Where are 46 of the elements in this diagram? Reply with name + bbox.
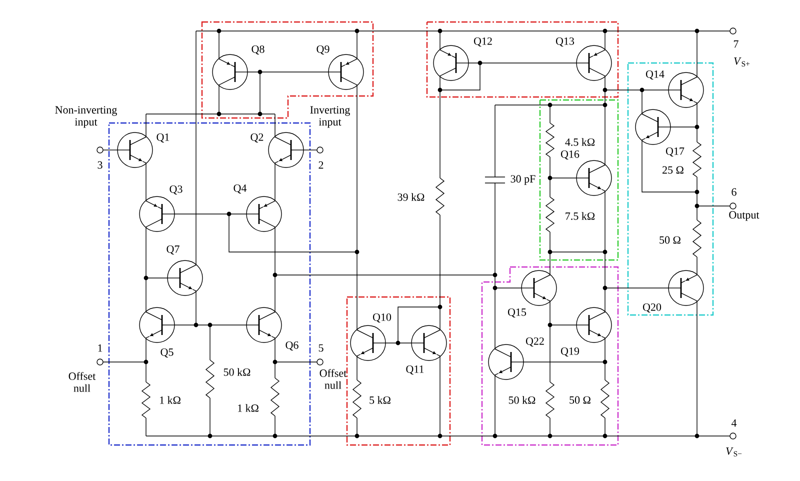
transistor-label: Q14 xyxy=(646,70,664,80)
transistor-label: Q7 xyxy=(166,245,180,255)
pin-number: 1 xyxy=(98,344,102,352)
transistor-label: Q22 xyxy=(526,337,544,347)
pin-number: 5 xyxy=(318,344,324,352)
transistor-label: Q12 xyxy=(474,37,492,47)
resistor-value: 50 Ω xyxy=(570,396,590,404)
transistor-label: Q17 xyxy=(666,147,684,157)
terminal-label: Offset null xyxy=(68,372,96,392)
resistor-value: 1 kΩ xyxy=(238,404,258,412)
transistor-label: Q8 xyxy=(252,45,264,55)
pin-number: 6 xyxy=(732,188,736,196)
transistor-label: Q19 xyxy=(560,347,580,357)
pin-number: 7 xyxy=(734,40,738,48)
transistor-label: Q2 xyxy=(250,133,264,143)
transistor-label: Q1 xyxy=(156,133,170,143)
pin-number: 2 xyxy=(318,161,324,169)
transistor-label: Q15 xyxy=(508,308,526,318)
terminal-label: Output xyxy=(729,211,760,221)
resistor-value: 7.5 kΩ xyxy=(566,212,595,220)
supply-label: V$_{S+}$ xyxy=(734,58,750,66)
pin-number: 3 xyxy=(98,161,102,169)
resistor-value: 39 kΩ xyxy=(398,193,424,201)
transistor-label: Q6 xyxy=(286,341,298,351)
transistor-label: Q20 xyxy=(642,303,662,313)
transistor-label: Q4 xyxy=(234,184,247,194)
transistor-label: Q13 xyxy=(556,37,574,47)
transistor-label: Q10 xyxy=(373,313,392,323)
capacitor-value: 30 pF xyxy=(510,175,536,185)
resistor-value: 50 Ω xyxy=(660,236,680,244)
terminal-label: Non-inverting input xyxy=(55,106,117,128)
transistor-label: Q11 xyxy=(406,365,424,375)
transistor-label: Q3 xyxy=(170,185,182,195)
pin-number: 4 xyxy=(731,419,737,427)
resistor-value: 1 kΩ xyxy=(160,396,180,404)
transistor-label: Q16 xyxy=(560,150,580,160)
transistor-label: Q9 xyxy=(316,45,330,55)
resistor-value: 5 kΩ xyxy=(370,396,390,404)
terminal-label: Inverting input xyxy=(310,106,350,128)
resistor-value: 50 kΩ xyxy=(508,396,536,404)
supply-label: V$_{S−}$ xyxy=(726,448,742,456)
terminal-label: Offset null xyxy=(320,369,347,389)
resistor-value: 50 kΩ xyxy=(224,368,250,376)
resistor-value: 4.5 kΩ xyxy=(565,138,595,146)
resistor-value: 25 Ω xyxy=(662,166,684,174)
transistor-label: Q5 xyxy=(160,348,174,358)
